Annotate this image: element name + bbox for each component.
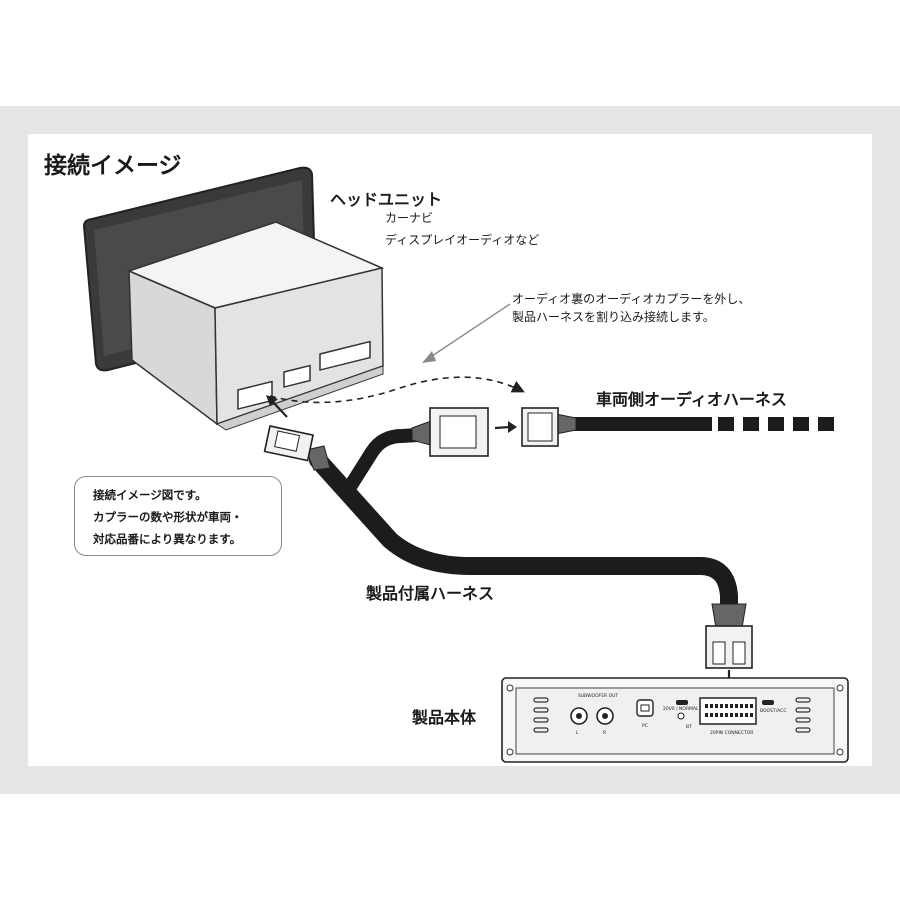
audio-socket	[237, 380, 273, 410]
vehicle-harness-label: 車両側オーディオハーネス	[596, 390, 787, 409]
remote-label: BOOST/ACC	[760, 708, 787, 714]
vehicle-coupler	[521, 407, 577, 447]
rca-left-label: L	[576, 730, 579, 736]
note-pointer-head	[422, 351, 436, 363]
plug-in-arrow-head	[266, 395, 278, 406]
product-amplifier: SUBWOOFER OUT L R PC 20V0 / NORMAL BT 20…	[501, 677, 849, 763]
amp-coupler	[705, 603, 753, 669]
20pin-connector-socket	[699, 697, 757, 725]
plug-in-arrow	[271, 400, 288, 418]
mode-label: 20V0 / NORMAL	[663, 706, 699, 712]
pc-label: PC	[642, 723, 648, 729]
instruction-line-2: 製品ハーネスを割り込み接続します。	[512, 310, 715, 324]
20pin-connector-label: 20PIN CONNECTOR	[710, 730, 753, 736]
instruction-line-1: オーディオ裏のオーディオカプラーを外し、	[512, 292, 751, 306]
note-line-2: カプラーの数や形状が車両・	[93, 510, 243, 524]
head-unit-subtitle-1: カーナビ	[385, 211, 434, 225]
note-line-3: 対応品番により異なります。	[93, 532, 242, 546]
reconnect-dashed-arrow	[269, 376, 525, 404]
join-arrow	[494, 425, 511, 430]
product-harness-label: 製品付属ハーネス	[366, 584, 495, 603]
rca-right-label: R	[603, 730, 606, 736]
product-body-label: 製品本体	[412, 708, 477, 727]
note-line-1: 接続イメージ図です。	[93, 488, 207, 502]
diagram-title: 接続イメージ	[44, 153, 182, 179]
harness-male-coupler	[263, 425, 331, 471]
bt-label: BT	[686, 724, 692, 730]
usb-port	[636, 699, 654, 717]
head-unit-bottom-rail	[215, 365, 384, 431]
socket-2	[283, 364, 311, 388]
product-harness-cable	[309, 428, 738, 615]
head-unit-label: ヘッドユニット	[330, 190, 443, 209]
harness-female-coupler	[411, 407, 489, 457]
head-unit-subtitle-2: ディスプレイオーディオなど	[385, 233, 540, 247]
subwoofer-out-label: SUBWOOFER OUT	[578, 693, 618, 699]
socket-3	[319, 340, 371, 371]
head-unit-illustration	[82, 166, 385, 431]
note-callout: 接続イメージ図です。 カプラーの数や形状が車両・ 対応品番により異なります。	[74, 476, 282, 556]
vehicle-harness-cable	[572, 417, 834, 431]
join-arrow-head	[508, 421, 517, 433]
note-pointer-arrow	[425, 303, 511, 361]
